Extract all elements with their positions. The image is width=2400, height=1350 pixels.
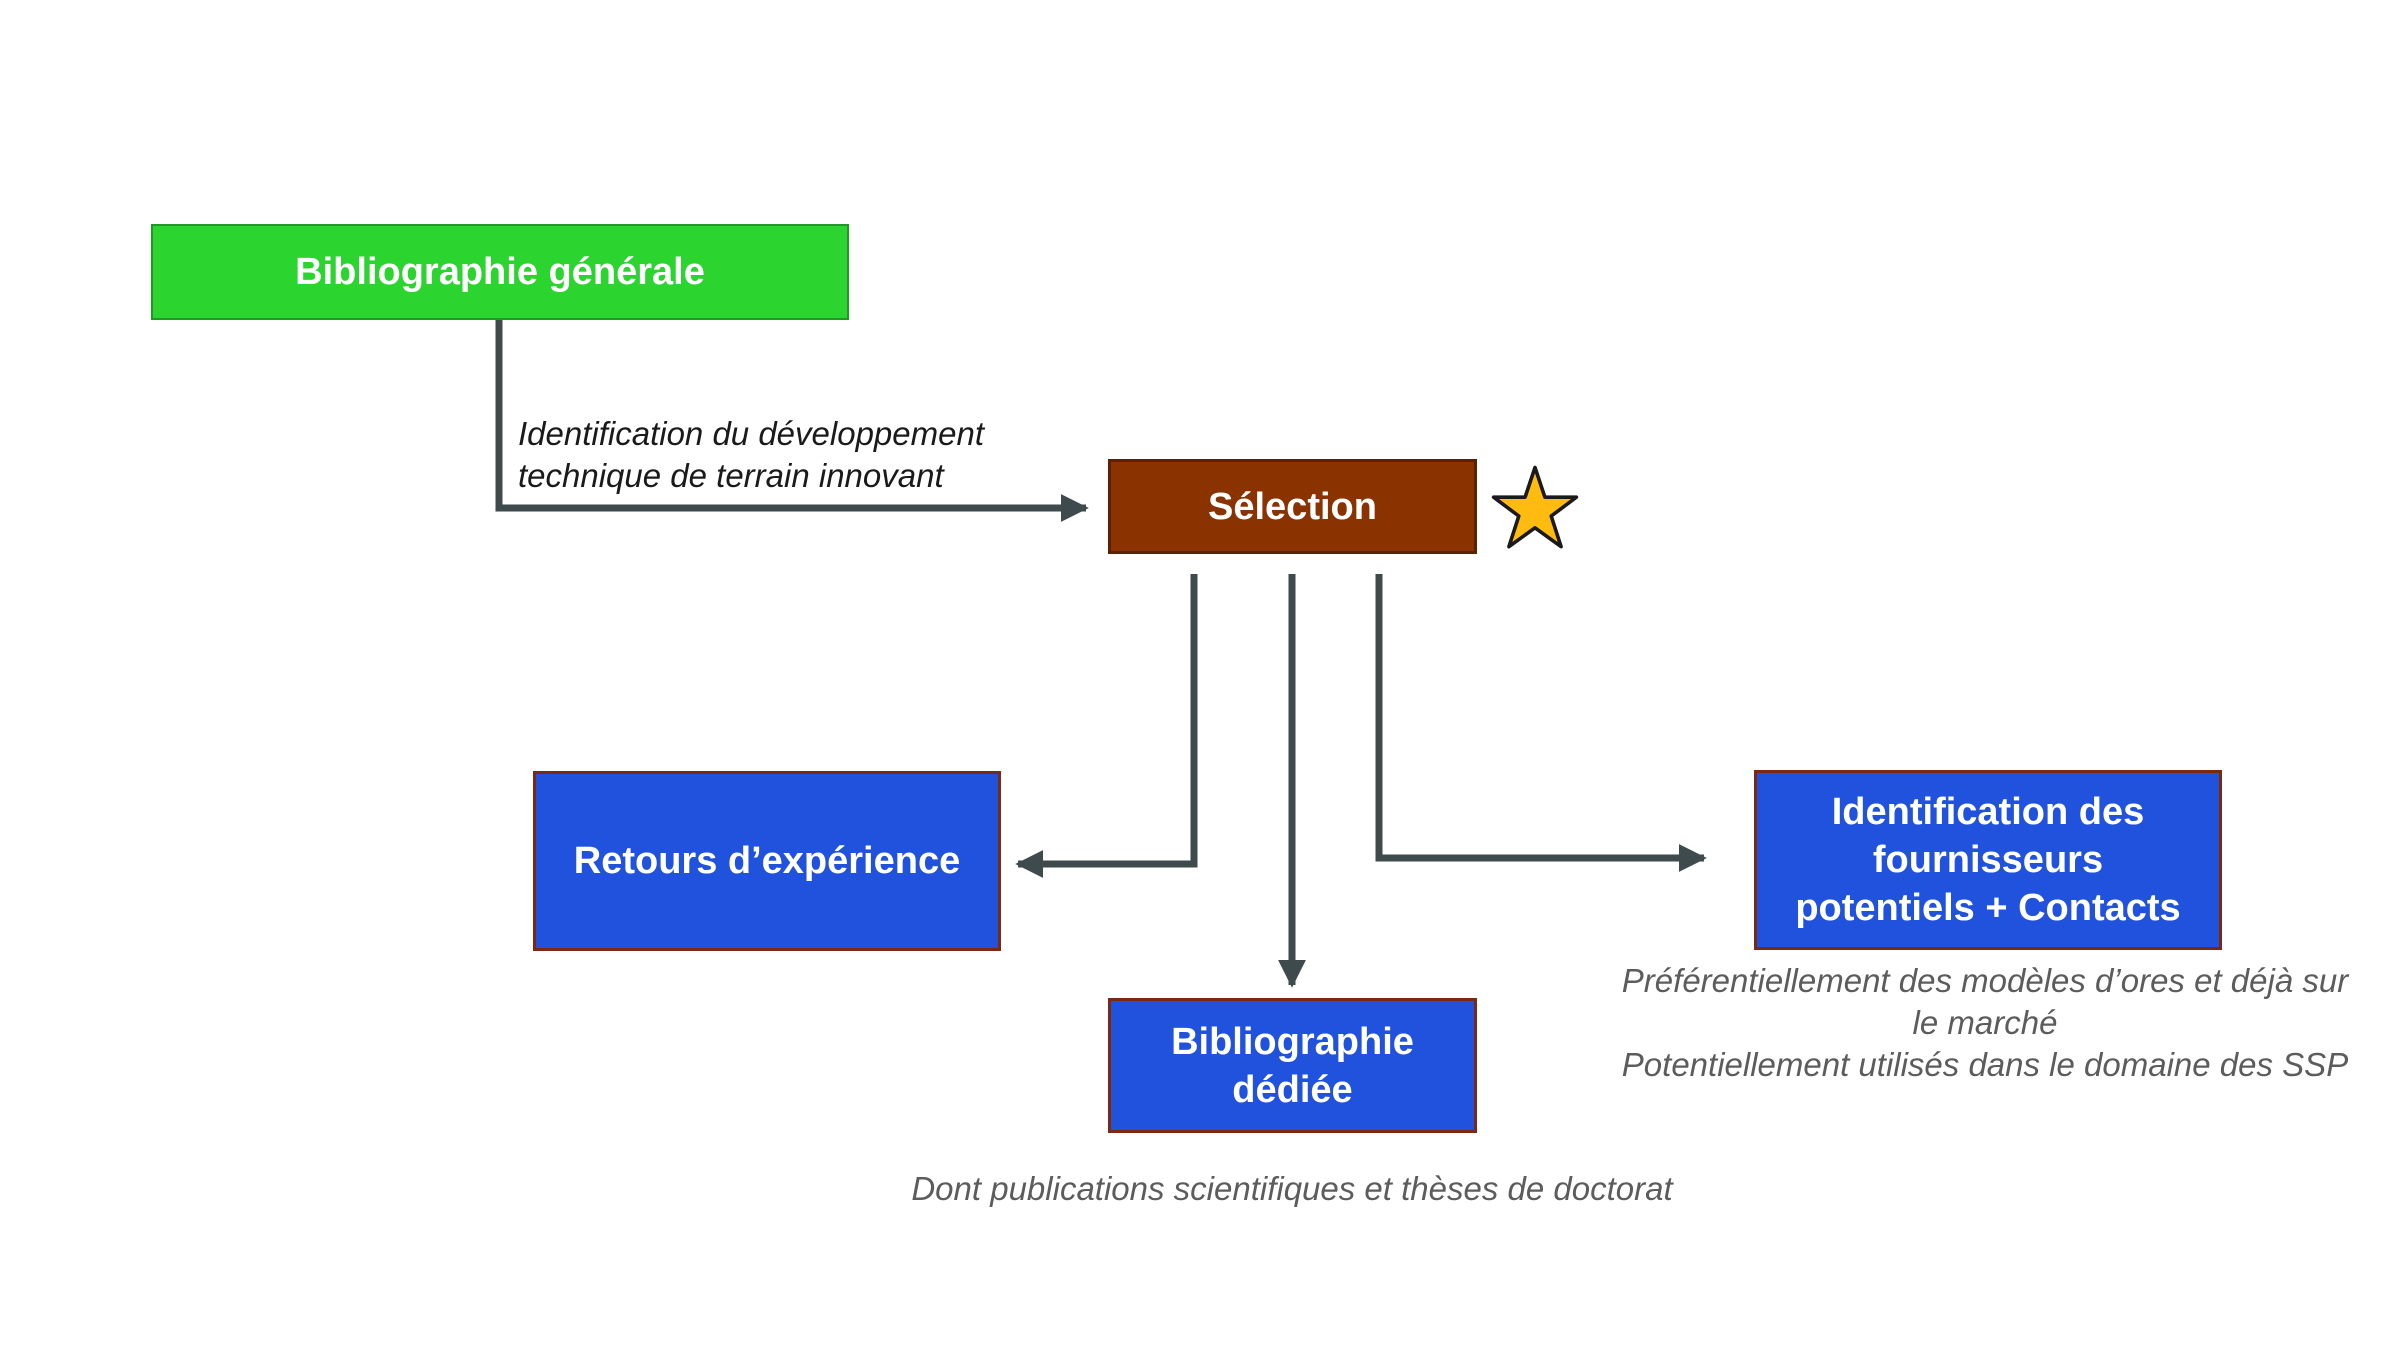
dedicated-bibliography-box: Bibliographie dédiée	[1108, 998, 1477, 1133]
feedback-label: Retours d’expérience	[573, 840, 961, 882]
suppliers-label: Identification des fournisseurs potentie…	[1795, 791, 2181, 929]
connector-selection-to-suppliers	[1375, 574, 1707, 872]
dedicated-annotation: Dont publications scientifiques et thèse…	[911, 1170, 1673, 1207]
selection-box: Sélection	[1108, 459, 1477, 554]
selection-label: Sélection	[1208, 485, 1377, 528]
connector-selection-to-feedback	[1015, 574, 1198, 878]
connector-general-to-selection	[495, 320, 1089, 522]
general-bibliography-label: Bibliographie générale	[295, 251, 705, 293]
star-icon	[1491, 465, 1579, 549]
feedback-box: Retours d’expérience	[533, 771, 1001, 951]
dedicated-bibliography-label: Bibliographie dédiée	[1171, 1020, 1414, 1111]
suppliers-annotation: Préférentiellement des modèles d’ores et…	[1621, 962, 2349, 1083]
identification-annotation: Identification du développement techniqu…	[518, 415, 984, 494]
general-bibliography-box: Bibliographie générale	[151, 224, 849, 320]
suppliers-box: Identification des fournisseurs potentie…	[1754, 770, 2222, 950]
